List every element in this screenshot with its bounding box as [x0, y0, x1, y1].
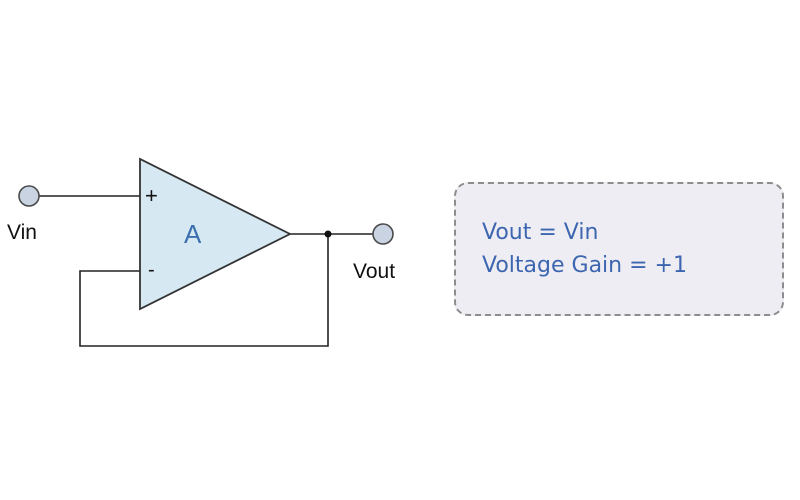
- output-equation: Vout = Vin: [482, 220, 599, 245]
- output-terminal: [372, 223, 394, 245]
- input-label: Vin: [7, 221, 37, 244]
- input-terminal: [18, 185, 40, 207]
- feedback-wire: [79, 234, 329, 347]
- amplifier-label: A: [184, 219, 202, 249]
- opamp-triangle: [139, 157, 293, 311]
- output-label: Vout: [353, 260, 395, 283]
- formula-box: Vout = Vin Voltage Gain = +1: [454, 182, 784, 316]
- voltage-gain-text: Voltage Gain = +1: [482, 253, 687, 278]
- output-junction-dot: [324, 230, 332, 238]
- non-inverting-sign: +: [145, 183, 158, 208]
- inverting-sign: -: [148, 259, 155, 281]
